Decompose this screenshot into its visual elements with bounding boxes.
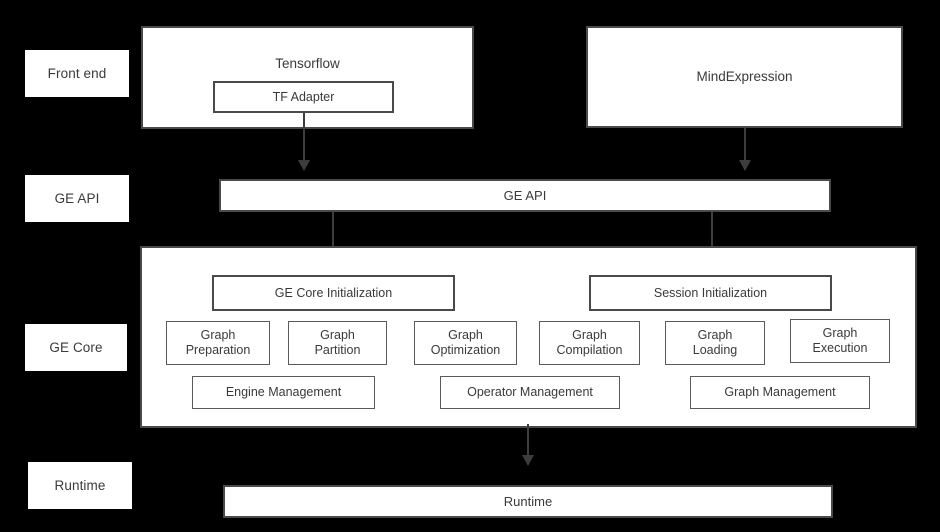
session-initialization-box[interactable]: Session Initialization	[589, 275, 832, 311]
tf-adapter-box[interactable]: TF Adapter	[213, 81, 394, 113]
engine-management-box[interactable]: Engine Management	[192, 376, 375, 409]
mindexpression-container: MindExpression	[586, 26, 903, 128]
graph-management-box[interactable]: Graph Management	[690, 376, 870, 409]
ge-api-bar-label: GE API	[503, 187, 547, 203]
stage-label-front-end-text: Front end	[47, 65, 107, 81]
operator-management-label: Operator Management	[467, 385, 593, 400]
graph-preparation-label: Graph Preparation	[185, 328, 251, 357]
ge-core-initialization-label: GE Core Initialization	[274, 285, 393, 300]
graph-partition-label: Graph Partition	[314, 328, 361, 357]
tensorflow-title: Tensorflow	[275, 56, 340, 71]
operator-management-box[interactable]: Operator Management	[440, 376, 620, 409]
stage-label-ge-core-text: GE Core	[49, 339, 103, 355]
stage-label-ge-core: GE Core	[25, 324, 127, 371]
tf-adapter-label: TF Adapter	[272, 89, 335, 104]
stage-label-runtime: Runtime	[28, 462, 132, 509]
mindexpression-title: MindExpression	[696, 69, 793, 85]
graph-loading-box[interactable]: Graph Loading	[665, 321, 765, 365]
runtime-bar[interactable]: Runtime	[223, 485, 833, 518]
engine-management-label: Engine Management	[225, 385, 342, 400]
stage-label-front-end: Front end	[25, 50, 129, 97]
graph-management-label: Graph Management	[724, 385, 836, 400]
runtime-bar-label: Runtime	[503, 493, 553, 509]
graph-execution-label: Graph Execution	[812, 326, 868, 355]
graph-compilation-label: Graph Compilation	[556, 328, 623, 357]
graph-optimization-label: Graph Optimization	[430, 328, 501, 357]
graph-execution-box[interactable]: Graph Execution	[790, 319, 890, 363]
graph-optimization-box[interactable]: Graph Optimization	[414, 321, 517, 365]
stage-label-ge-api: GE API	[25, 175, 129, 222]
stage-label-runtime-text: Runtime	[54, 477, 106, 493]
graph-loading-label: Graph Loading	[692, 328, 738, 357]
ge-api-bar[interactable]: GE API	[219, 179, 831, 212]
ge-core-initialization-box[interactable]: GE Core Initialization	[212, 275, 455, 311]
tensorflow-container: Tensorflow	[141, 26, 474, 129]
graph-compilation-box[interactable]: Graph Compilation	[539, 321, 640, 365]
graph-preparation-box[interactable]: Graph Preparation	[166, 321, 270, 365]
graph-partition-box[interactable]: Graph Partition	[288, 321, 387, 365]
stage-label-ge-api-text: GE API	[54, 190, 100, 206]
session-initialization-label: Session Initialization	[653, 285, 768, 300]
